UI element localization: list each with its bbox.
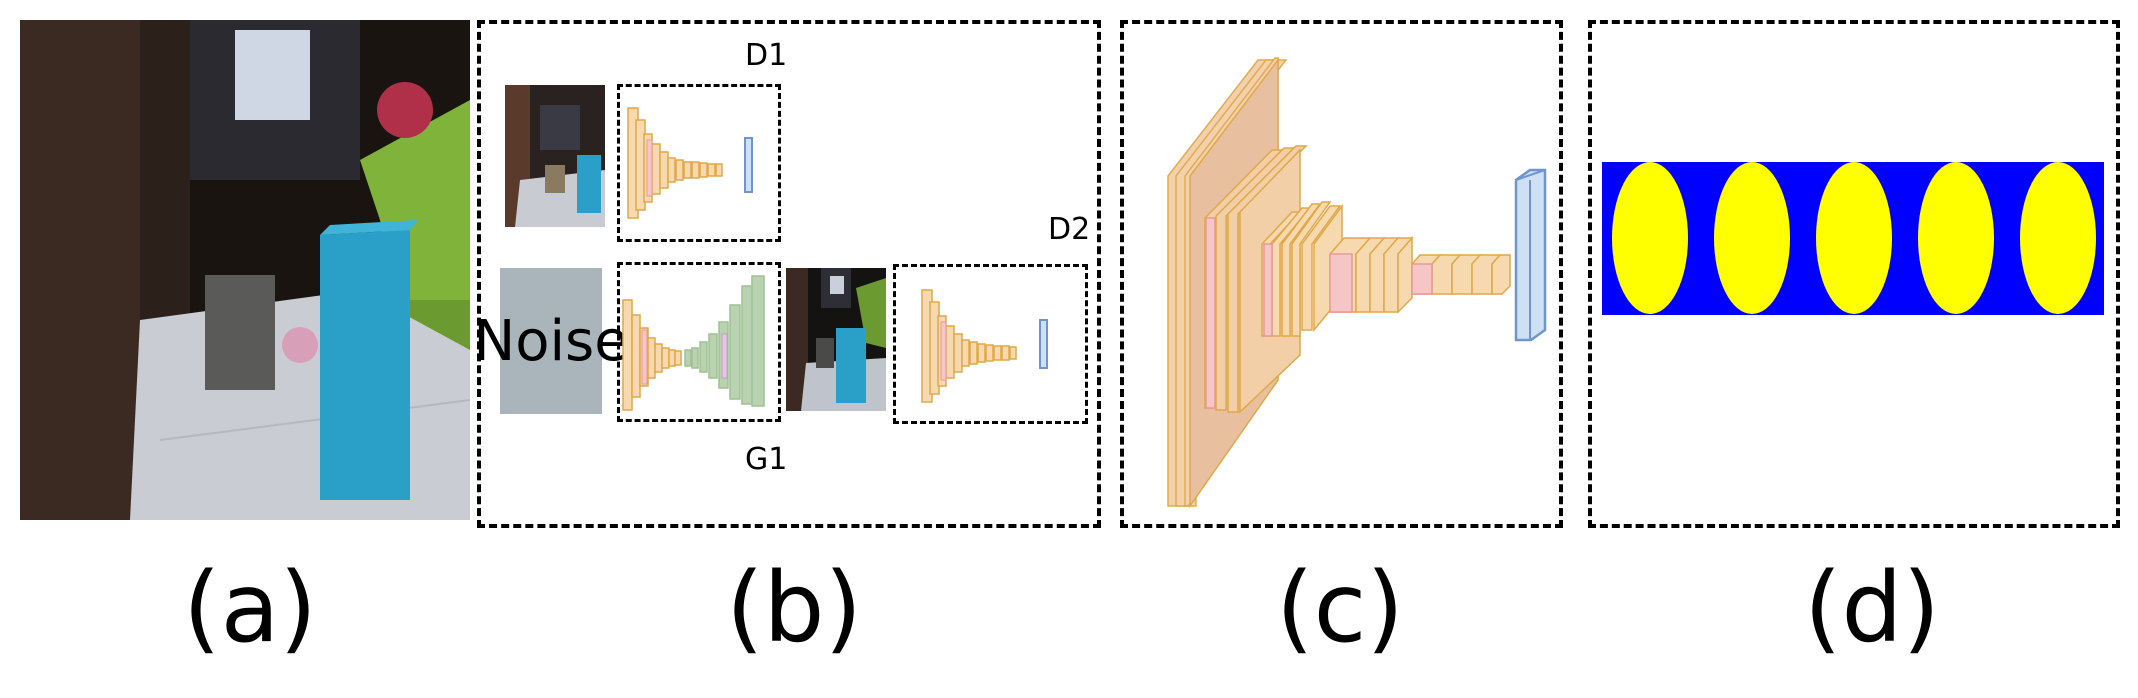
generator-g1-box xyxy=(617,262,781,422)
generated-image-thumbnail xyxy=(786,268,886,411)
real-image-thumbnail xyxy=(505,85,605,227)
panel-c xyxy=(1120,20,1563,528)
discriminator-d2-box xyxy=(893,264,1088,424)
caption-c: (c) xyxy=(1276,552,1404,664)
noise-input-block: Noise xyxy=(473,268,629,414)
d1-label: D1 xyxy=(745,38,788,73)
g1-label: G1 xyxy=(745,442,788,477)
discriminator-d1-box xyxy=(617,84,781,242)
panel-d xyxy=(1588,20,2120,528)
noise-label: Noise xyxy=(473,308,629,374)
caption-a: (a) xyxy=(183,552,317,664)
caption-d: (d) xyxy=(1804,552,1940,664)
panel-b xyxy=(477,20,1101,528)
scene-photo xyxy=(20,20,470,520)
caption-b: (b) xyxy=(726,552,862,664)
d2-label: D2 xyxy=(1048,212,1091,247)
